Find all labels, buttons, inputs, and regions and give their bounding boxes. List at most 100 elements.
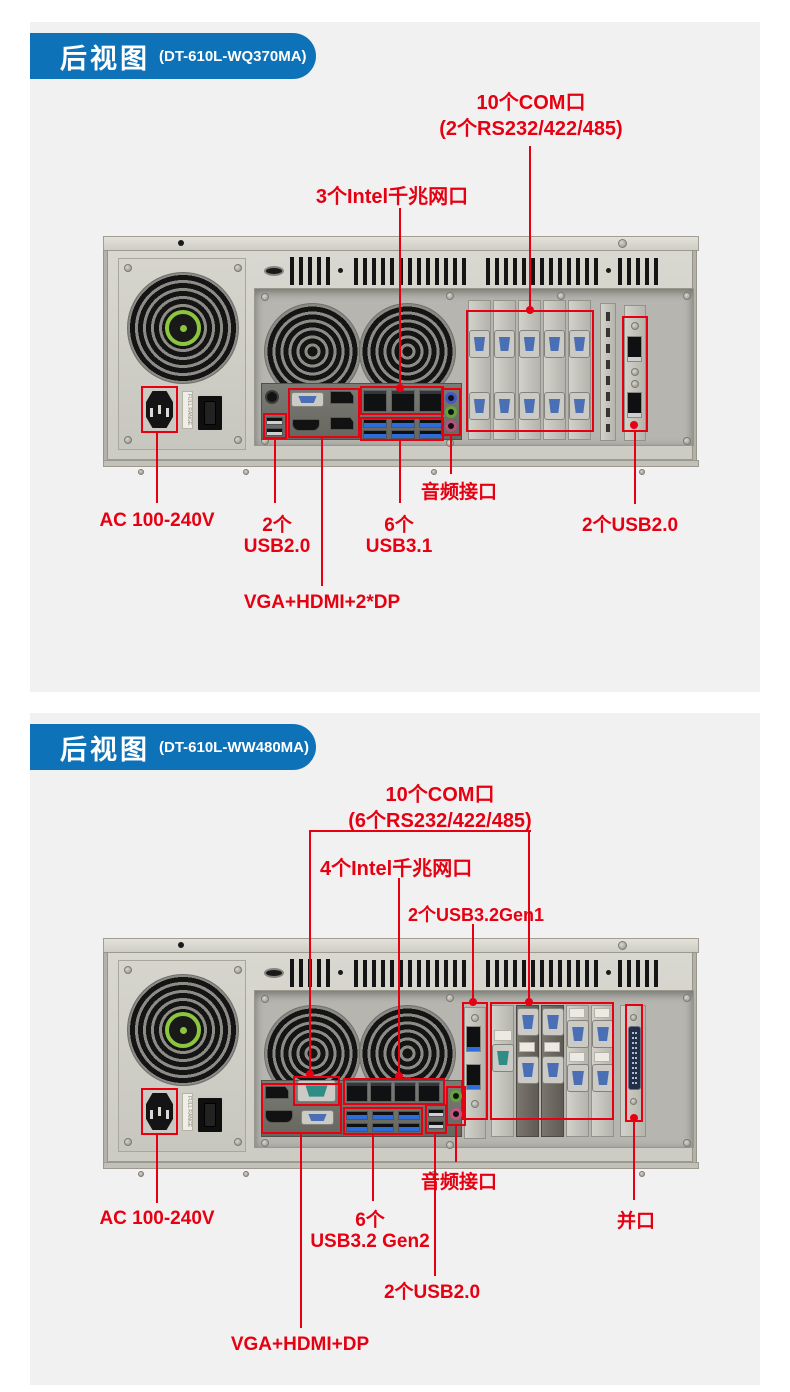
com-db9-port [494,392,515,420]
callout-line [455,1126,457,1162]
callout-dot [526,306,534,314]
screw-icon [471,1100,479,1108]
screw-icon [138,1171,144,1177]
screw-icon [631,380,639,388]
usb3-port [466,1026,481,1052]
usb3-port [363,419,387,428]
callout-audio: 音频接口 [420,1172,498,1193]
chassis-left-rail [103,250,108,462]
screw-icon [683,437,691,445]
callout-usb2-left-2: USB2.0 [243,536,311,557]
callout-parallel: 并口 [616,1211,656,1232]
audio-jack [450,1108,462,1120]
callout-usb32gen1: 2个USB3.2Gen1 [408,905,545,925]
callout-usb2-left: 2个 [262,515,292,536]
vent-hole [338,268,343,273]
com-db9-port [544,330,565,358]
psu-fan-hub [165,310,201,346]
usb2-port [266,428,283,436]
vent-hole [338,970,343,975]
vent-hole [606,268,611,273]
com-db9-port [542,1056,564,1084]
callout-usb32gen2-2: USB3.2 Gen2 [310,1231,430,1252]
callout-usb2-right: 2个USB2.0 [581,515,679,536]
usb2-port [627,392,642,418]
callout-line [300,1134,302,1328]
callout-dot [630,421,638,429]
callout-line [634,432,636,504]
callout-line [399,441,401,503]
callout-dot [395,1072,403,1080]
blank-slot-holes [606,312,610,432]
power-switch [196,394,224,432]
callout-com-ports: 10个COM口 [385,784,495,806]
lan-port [363,390,387,412]
vent-slots [354,258,466,285]
hdmi-port [292,419,320,431]
hdmi-port [265,1110,293,1123]
usb2-port [428,1109,444,1117]
audio-jack [445,420,457,432]
callout-line [156,1135,158,1203]
callout-com-detail: (6个RS232/422/485) [348,810,532,832]
callout-line [529,146,531,312]
callout-display-outputs: VGA+HDMI+2*DP [243,592,401,613]
screw-icon [639,469,645,475]
displayport-port [330,417,354,430]
screw-icon [618,239,627,248]
com-label-chip [494,1030,512,1041]
screw-icon [630,1014,637,1021]
psu-label: FULL RANGE [182,391,193,429]
callout-com-detail: (2个RS232/422/485) [439,118,623,140]
com-label-chip [569,1052,585,1062]
callout-bracket-line [309,830,531,832]
usb3-port [346,1123,368,1132]
com-label-chip [544,1042,560,1052]
screw-icon [639,1171,645,1177]
callout-com-ports: 10个COM口 [476,92,586,114]
callout-line [309,830,311,1076]
screw-icon [261,1139,269,1147]
usb2-port [266,417,283,425]
screw-icon [618,941,627,950]
psu-fan-hub [165,1012,201,1048]
callout-line [434,1134,436,1276]
screw-icon [124,1138,132,1146]
screw-icon [446,292,454,300]
com-label-chip [519,1042,535,1052]
flange-hole [178,240,184,246]
audio-jack [450,1090,462,1102]
com-db9-port [567,1064,589,1092]
screw-icon [431,469,437,475]
flange-hole [178,942,184,948]
com-db9-port [517,1008,539,1036]
vga-port [291,392,324,407]
badge-title: 后视图 [60,734,150,765]
usb3-port [419,419,443,428]
com-label-chip [569,1008,585,1018]
ac-inlet-port [146,391,173,428]
displayport-port [330,391,354,404]
com-db9-port [592,1020,614,1048]
usb3-port [391,419,415,428]
screw-icon [446,994,454,1002]
com-db9-port [519,392,540,420]
lan-port [346,1082,368,1102]
callout-dot [469,998,477,1006]
lan-port [370,1082,392,1102]
com-db9-port [469,392,490,420]
com-db9-port [569,392,590,420]
screw-icon [446,1141,454,1149]
callout-dot [630,1114,638,1122]
callout-line [528,830,530,1002]
callout-usb3-2: USB3.1 [365,536,433,557]
callout-ac-power: AC 100-240V [99,1208,215,1229]
screw-icon [234,264,242,272]
chassis-bottom-lip [103,1162,699,1169]
screw-icon [234,1138,242,1146]
screw-icon [631,322,639,330]
com-db9-port [297,1080,336,1102]
callout-usb3: 6个 [384,515,414,536]
screw-icon [138,469,144,475]
